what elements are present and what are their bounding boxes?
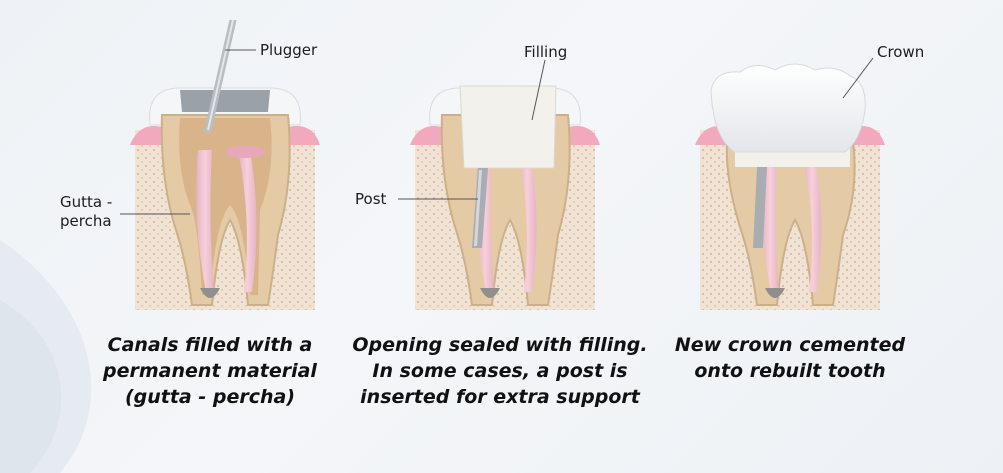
caption-line: Canals filled with a <box>107 334 313 356</box>
caption-step-1: Canals filled with a permanent material … <box>60 332 360 410</box>
caption-line: onto rebuilt tooth <box>694 360 886 382</box>
leader-lines <box>120 49 256 215</box>
label-post: Post <box>355 190 387 208</box>
label-gutta-percha-2: percha <box>60 212 112 230</box>
diagram-step-2 <box>360 20 660 320</box>
caption-line: inserted for extra support <box>360 386 640 408</box>
caption-line: New crown cemented <box>674 334 906 356</box>
caption-line: permanent material <box>103 360 317 382</box>
caption-line: In some cases, a post is <box>372 360 628 382</box>
label-filling: Filling <box>524 43 568 61</box>
leader-lines <box>398 59 546 200</box>
diagram-step-1 <box>80 20 380 320</box>
leader-lines <box>842 57 874 99</box>
diagram-step-3 <box>645 20 945 320</box>
label-crown: Crown <box>877 43 925 61</box>
label-plugger: Plugger <box>260 41 318 59</box>
caption-step-3: New crown cemented onto rebuilt tooth <box>650 332 930 384</box>
caption-step-2: Opening sealed with filling. In some cas… <box>345 332 655 410</box>
caption-line: Opening sealed with filling. <box>352 334 648 356</box>
caption-line: (gutta - percha) <box>124 386 296 408</box>
label-gutta-percha-1: Gutta - <box>60 193 113 211</box>
